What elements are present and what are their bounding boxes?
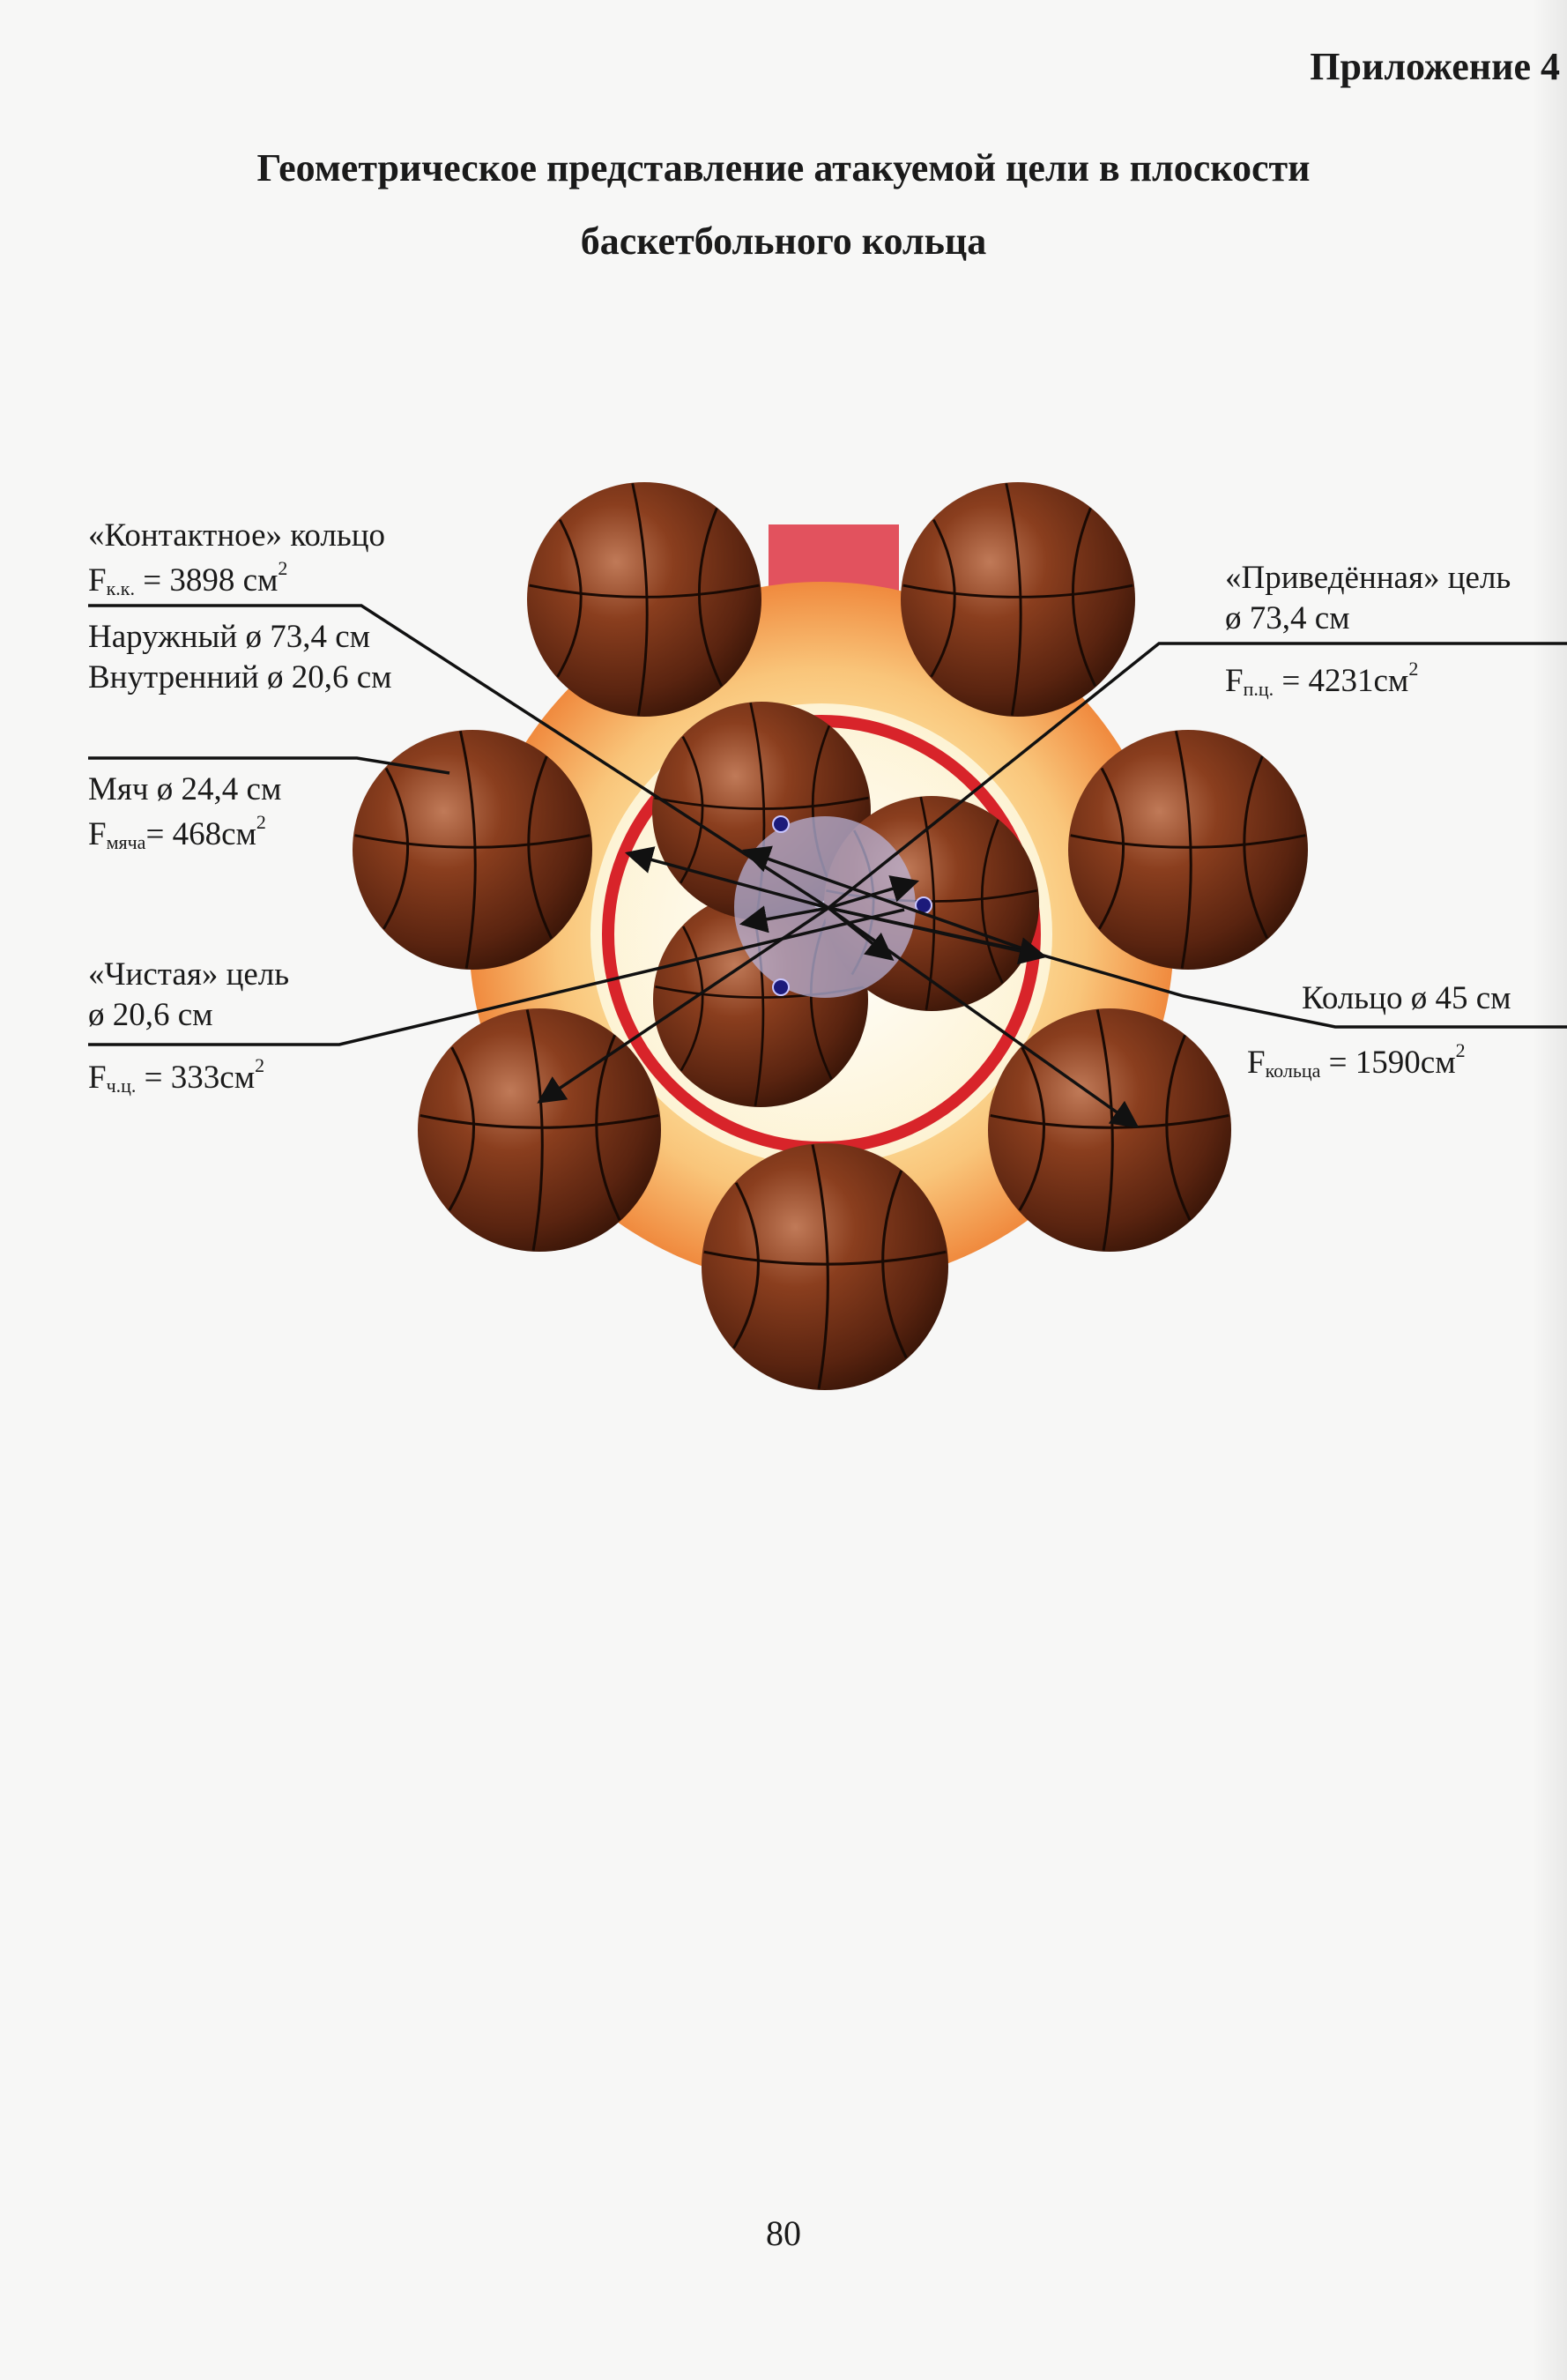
ball-label: Мяч ø 24,4 см Fмяча= 468см2 [88,770,281,856]
inner-arrow-2 [827,906,895,961]
ball-leader-line [88,756,450,775]
clean-target-leader-line [88,908,905,1046]
clean-target-diameter: ø 20,6 см [88,997,213,1034]
reduced-target-name: «Приведённая» цель [1225,560,1511,596]
outer-ball-right [1066,728,1310,971]
rim-name: Кольцо ø 45 см [1302,980,1511,1016]
outer-ball-left [351,728,594,971]
page-number: 80 [766,2213,801,2253]
clean-target-label: «Чистая» цель ø 20,6 см [88,955,289,1037]
diameters-label: Наружный ø 73,4 см Внутренний ø 20,6 см [88,617,392,699]
rim-leader-arrow [742,845,1038,956]
ball-centre-dots [772,815,932,996]
page-title-line-1: Геометрическое представление атакуемой ц… [256,146,1311,190]
ball-area: Fмяча= 468см2 [88,811,266,854]
outer-diameter: Наружный ø 73,4 см [88,619,371,655]
reduced-target-diameter: ø 73,4 см [1225,600,1350,637]
outer-ball-top-right [899,480,1137,718]
contact-ring-name: «Контактное» кольцо [88,517,386,554]
outer-ball-top-left [525,480,763,718]
reduced-target-area: Fп.ц. = 4231см2 [1225,658,1419,700]
rim-label: Кольцо ø 45 см [1302,978,1511,1019]
ball-name: Мяч ø 24,4 см [88,771,282,807]
ball-arrow [537,906,829,1104]
contact-ring-arrow-left [624,846,829,910]
clean-target-name: «Чистая» цель [88,956,290,993]
contact-ring-arrow-right [828,906,1048,965]
rim-area: Fкольца = 1590см2 [1247,1039,1466,1082]
outer-ball-bottom-right [986,1007,1233,1253]
contact-ring-area: Fк.к. = 3898 см2 [88,557,288,600]
contact-ring-label: «Контактное» кольцо Fк.к. = 3898 см2 [88,516,385,602]
outer-ball-bottom [700,1142,950,1392]
clean-target-arrow [739,905,829,933]
page-edge-shadow [1532,0,1567,2380]
clean-target-area: Fч.ц. = 333см2 [88,1054,265,1097]
appendix-label: Приложение 4 [1310,45,1560,88]
reduced-target-leader-line [827,642,1567,910]
page-title-line-2: баскетбольного кольца [580,219,987,263]
inner-diameter: Внутренний ø 20,6 см [88,659,392,696]
reduced-target-label: «Приведённая» цель ø 73,4 см [1225,558,1511,640]
inner-arrow [828,875,920,910]
